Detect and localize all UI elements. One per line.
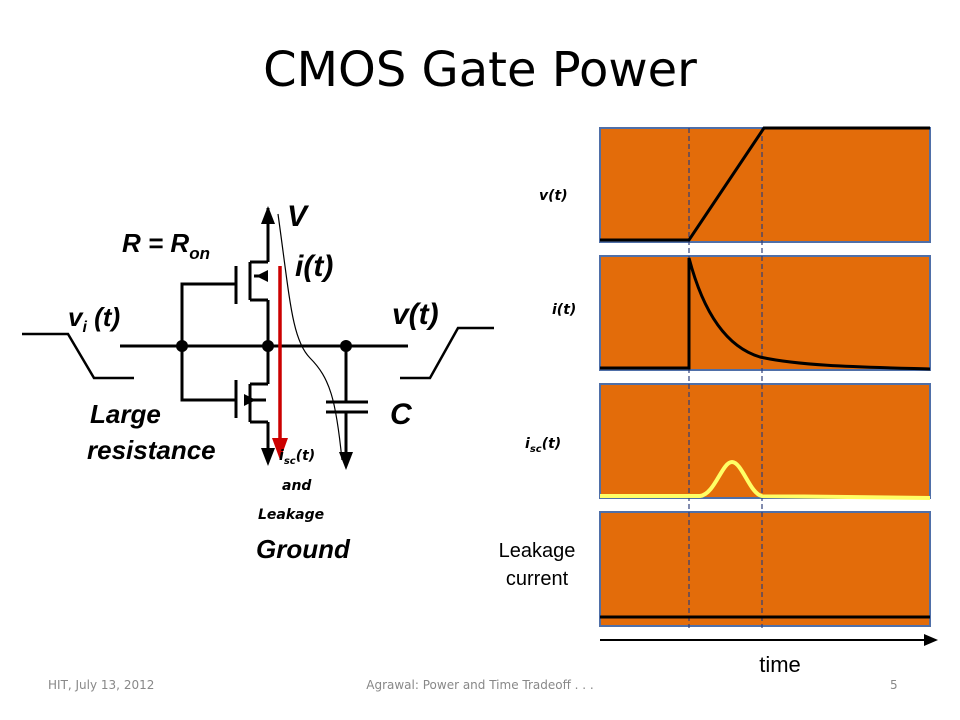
panel-vt	[599, 127, 931, 243]
junction-output	[262, 340, 274, 352]
input-waveform	[22, 332, 134, 380]
isc-and-label: and	[282, 478, 312, 494]
large-resistance-line2: resistance	[87, 435, 216, 465]
footer-center: Agrawal: Power and Time Tradeoff . . .	[366, 678, 594, 692]
isc-leakage-label: Leakage	[258, 507, 325, 523]
waveform-panels	[599, 126, 938, 646]
time-axis-label: time	[759, 652, 801, 677]
cmos-circuit	[22, 206, 494, 470]
panel-isc	[599, 383, 931, 499]
time-axis-arrowhead	[924, 634, 938, 646]
input-label-rest: (t)	[86, 302, 121, 332]
supply-label: V	[287, 200, 308, 233]
input-label-sub: i	[82, 319, 87, 336]
panel-isc-label-main: i	[525, 436, 530, 452]
panel-isc-label-sub: sc	[529, 444, 542, 455]
panel-leakage	[599, 511, 931, 627]
output-waveform	[400, 326, 494, 380]
resistance-label: R = Ron	[122, 228, 210, 264]
footer-left: HIT, July 13, 2012	[48, 678, 155, 692]
current-label: i(t)	[295, 250, 334, 283]
trace-isc	[600, 459, 931, 500]
nmos-gate-lead	[180, 346, 236, 402]
isc-label-rest: (t)	[295, 448, 316, 464]
panel-leakage-label-line2: current	[505, 568, 569, 590]
footer-page-number: 5	[890, 678, 898, 692]
isc-label-sub: sc	[283, 456, 296, 467]
ground-arrowhead-left	[261, 448, 275, 466]
ground-arrowhead-right	[339, 452, 353, 470]
capacitor-label: C	[390, 398, 412, 431]
pmos-gate-lead	[180, 282, 236, 346]
panel-vt-label: v(t)	[539, 188, 568, 204]
isc-current-path	[277, 213, 343, 461]
panel-it-label: i(t)	[552, 302, 577, 318]
isc-label-main: i	[279, 448, 284, 464]
supply-arrowhead	[261, 206, 275, 224]
isc-red-arrowhead	[272, 438, 288, 460]
resistance-label-main: R = R	[122, 228, 190, 258]
trace-vt	[600, 126, 930, 242]
input-label-main: v	[68, 302, 83, 332]
output-label: v(t)	[392, 298, 439, 331]
large-resistance-line1: Large	[90, 399, 161, 429]
panel-it	[599, 255, 931, 371]
input-label: vi (t)	[68, 302, 120, 337]
pmos-arrowhead	[256, 270, 268, 282]
junction-cap	[340, 340, 352, 352]
trace-it	[600, 257, 931, 371]
resistance-label-sub: on	[189, 244, 210, 263]
nmos-arrowhead	[244, 394, 256, 406]
ground-label: Ground	[256, 534, 350, 564]
panel-leakage-label-line1: Leakage	[498, 540, 576, 562]
slide-title: CMOS Gate Power	[263, 42, 697, 98]
isc-label: isc(t)	[279, 448, 315, 467]
panel-isc-label: isc(t)	[525, 436, 561, 455]
panel-isc-label-rest: (t)	[541, 436, 562, 452]
junction-input	[176, 340, 188, 352]
